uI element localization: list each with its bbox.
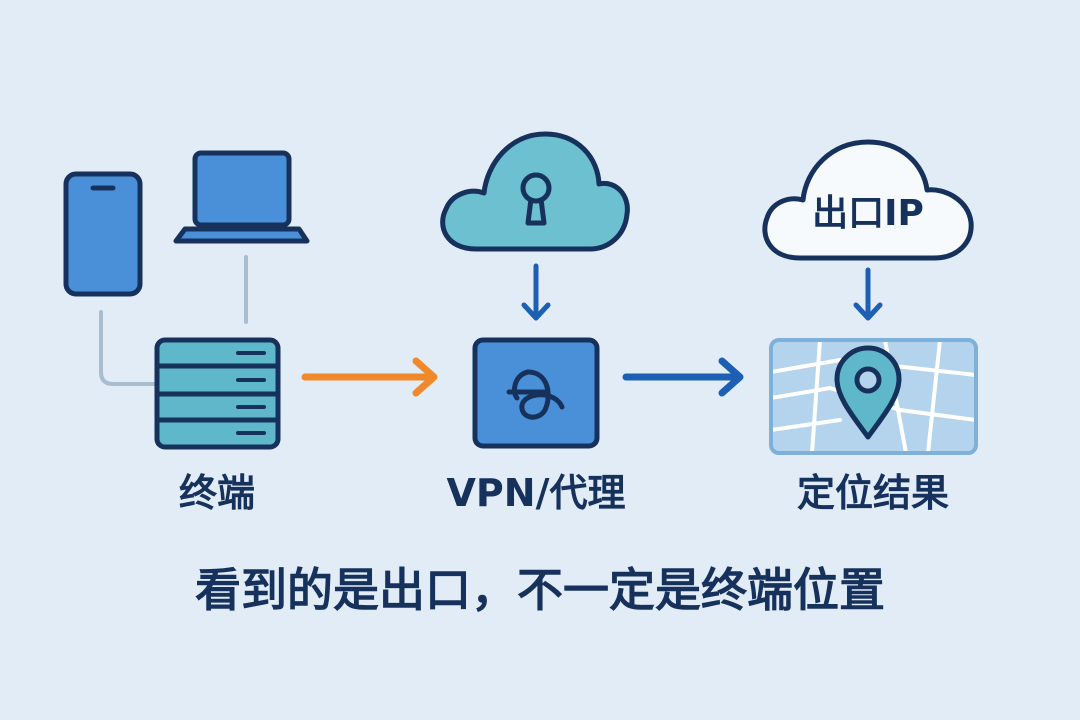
vpn-to-location-arrow (622, 357, 744, 397)
terminal-label: 终端 (178, 471, 255, 515)
diagram-caption: 看到的是出口，不一定是终端位置 (195, 563, 885, 617)
vpn-tunnel-icon (472, 337, 600, 449)
laptop-icon (173, 150, 310, 244)
device-connectors (99, 255, 248, 386)
map-pin-icon (834, 345, 902, 440)
location-result-label: 定位结果 (796, 471, 949, 515)
terminal-to-vpn-arrow (301, 357, 438, 397)
smartphone-icon (63, 171, 143, 297)
cloud-keyhole-icon (440, 131, 630, 252)
cloud-icon (762, 139, 974, 261)
cloud-to-vpn-arrow (521, 263, 551, 321)
vpn-proxy-label: VPN/代理 (446, 471, 626, 515)
exit-ip-label: 出口IP (812, 193, 924, 234)
server-stack-icon (154, 337, 281, 450)
cloud-to-map-arrow (853, 267, 883, 321)
